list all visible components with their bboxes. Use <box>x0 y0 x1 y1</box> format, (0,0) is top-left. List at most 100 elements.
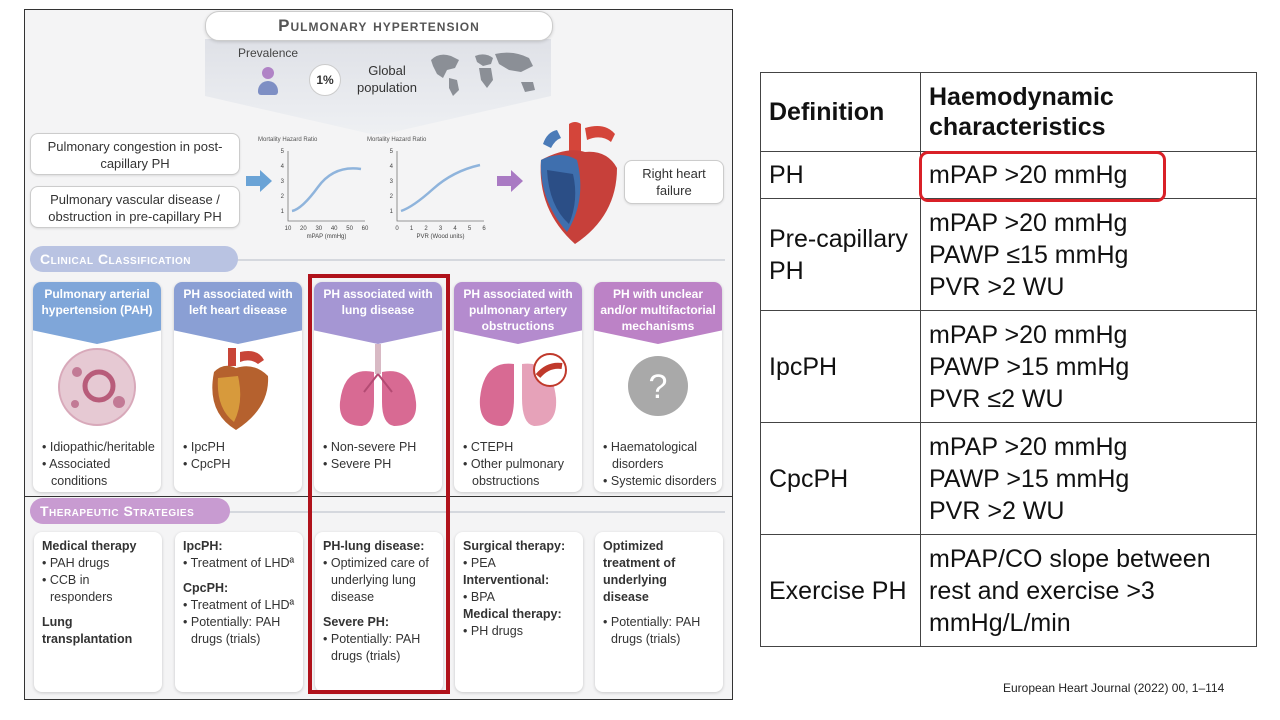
bullet-item: • Associated conditions <box>42 457 111 488</box>
bullet-item: • CpcPH <box>183 457 231 471</box>
haemodynamic-cell: mPAP >20 mmHg <box>920 151 1257 199</box>
haemodynamic-line: mPAP >20 mmHg <box>929 161 1128 189</box>
classification-card: PH associated with lung disease• Non-sev… <box>314 282 442 492</box>
classification-card: PH with unclear and/or multifactorial me… <box>594 282 722 492</box>
haemodynamic-line: mPAP >20 mmHg <box>929 432 1128 461</box>
haemodynamic-line: mPAP >20 mmHg <box>929 208 1128 237</box>
haemodynamic-line: PVR >2 WU <box>929 272 1065 301</box>
bullet-item: • Systemic disorders <box>603 474 717 488</box>
definition-cell: Pre-capillary PH <box>760 198 921 311</box>
therapy-heading: Surgical therapy: <box>463 539 566 553</box>
person-icon <box>258 67 278 95</box>
x-axis-label: mPAP (mmHg) <box>307 234 347 240</box>
citation: European Heart Journal (2022) 00, 1–114 <box>1003 681 1225 695</box>
therapy-heading: CpcPH: <box>183 581 229 595</box>
y-tick-label: 4 <box>281 164 285 170</box>
classification-card: PH associated with left heart disease• I… <box>174 282 302 492</box>
y-tick-label: 2 <box>281 194 285 200</box>
therapy-heading: Medical therapy: <box>463 607 562 621</box>
chart-axis <box>287 151 365 222</box>
classification-bullets: • Idiopathic/heritable • Associated condi… <box>41 439 161 490</box>
therapy-bullet: • Treatment of LHDª <box>183 598 295 612</box>
classification-title: PH associated with left heart disease <box>174 282 302 344</box>
classification-card: Pulmonary arterial hypertension (PAH)• I… <box>33 282 161 492</box>
bullet-item: • Haematological disorders <box>603 440 698 471</box>
therapy-card: Optimized treatment of underlying diseas… <box>595 532 723 692</box>
therapy-bullet: • Treatment of LHDª <box>183 556 295 570</box>
prevalence-label: Prevalence <box>238 46 299 60</box>
classification-title: PH with unclear and/or multifactorial me… <box>594 282 722 344</box>
chart-title: Mortality Hazard Ratio <box>367 137 427 143</box>
x-tick-label: 1 <box>410 226 414 232</box>
y-tick-label: 1 <box>390 209 394 215</box>
x-tick-label: 20 <box>300 226 307 232</box>
right-heart-failure-box: Right heart failure <box>624 160 724 204</box>
y-tick-label: 1 <box>281 209 285 215</box>
x-tick-label: 10 <box>285 226 292 232</box>
haemodynamic-line: PVR >2 WU <box>929 496 1065 525</box>
bullet-item: • Non-severe PH <box>323 440 417 454</box>
divider <box>30 511 725 513</box>
heart-illustration <box>540 122 617 244</box>
header-definition: Definition <box>760 72 921 152</box>
therapy-bullet: • CCB in responders <box>42 573 113 604</box>
heart-icon <box>212 348 269 430</box>
classification-card: PH associated with pulmonary artery obst… <box>454 282 582 492</box>
x-tick-label: 3 <box>439 226 443 232</box>
bullet-item: • CTEPH <box>463 440 514 454</box>
therapy-card: PH-lung disease:• Optimized care of unde… <box>315 532 443 692</box>
y-tick-label: 4 <box>390 164 394 170</box>
divider <box>30 259 725 261</box>
therapy-bullet: • Potentially: PAH drugs (trials) <box>183 615 281 646</box>
classification-bullets: • Haematological disorders • Systemic dis… <box>602 439 722 490</box>
haemodynamic-line: mPAP >20 mmHg <box>929 320 1128 349</box>
y-tick-label: 3 <box>281 179 285 185</box>
classification-bullets: • Non-severe PH • Severe PH <box>322 439 416 473</box>
therapy-heading: Lung transplantation <box>42 615 133 646</box>
therapy-heading: Medical therapy <box>42 539 137 553</box>
vascular-disease-box: Pulmonary vascular disease / obstruction… <box>30 186 240 228</box>
therapy-heading: Severe PH: <box>323 615 390 629</box>
global-population-label: Global population <box>357 63 417 95</box>
definition-cell: CpcPH <box>760 422 921 535</box>
y-tick-label: 2 <box>390 194 394 200</box>
definition-table: Definition Haemodynamic characteristics … <box>760 72 1257 647</box>
therapy-heading: Interventional: <box>463 573 550 587</box>
therapy-bullet: • PAH drugs <box>42 556 110 570</box>
x-tick-label: 5 <box>468 226 472 232</box>
haemodynamic-line: PAWP ≤15 mmHg <box>929 240 1129 269</box>
hazard-curve <box>291 167 362 213</box>
therapy-bullet: • Potentially: PAH drugs (trials) <box>323 632 421 663</box>
chart-axis <box>396 151 484 222</box>
haemodynamic-cell: mPAP/CO slope between rest and exercise … <box>920 534 1257 647</box>
congestion-box: Pulmonary congestion in post-capillary P… <box>30 133 240 175</box>
y-tick-label: 5 <box>390 149 394 155</box>
prevalence-value: 1% <box>309 64 341 96</box>
table-header-row: Definition Haemodynamic characteristics <box>760 72 1257 152</box>
therapy-heading: Optimized treatment of underlying diseas… <box>603 539 676 604</box>
x-tick-label: 0 <box>395 226 399 232</box>
therapy-bullet: • Potentially: PAH drugs (trials) <box>603 615 701 646</box>
x-axis-label: PVR (Wood units) <box>417 234 465 240</box>
svg-text:?: ? <box>649 368 668 406</box>
bullet-item: • Other pulmonary obstructions <box>463 457 564 488</box>
y-tick-label: 3 <box>390 179 394 185</box>
header-haemodynamic: Haemodynamic characteristics <box>920 72 1257 152</box>
therapy-card: Medical therapy • PAH drugs • CCB in respo… <box>34 532 162 692</box>
therapeutic-strategies-heading: Therapeutic Strategies <box>30 498 230 524</box>
therapy-heading: PH-lung disease: <box>323 539 425 553</box>
bullet-item: • Idiopathic/heritable <box>42 440 155 454</box>
bullet-item: • Severe PH <box>323 457 392 471</box>
therapy-bullet: • BPA <box>463 590 495 604</box>
arrow-right-icon <box>497 170 523 192</box>
